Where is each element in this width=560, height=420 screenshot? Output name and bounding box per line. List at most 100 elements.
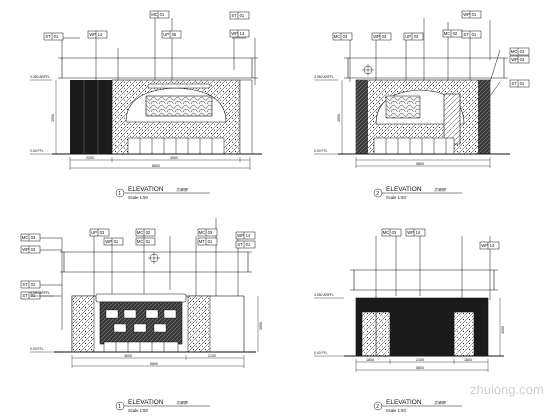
svg-text:01: 01	[240, 13, 245, 18]
svg-text:Scale 1:50: Scale 1:50	[386, 195, 406, 200]
dimension-label: 5800	[416, 162, 424, 166]
material-tag: UP 03	[89, 228, 110, 237]
svg-text:03: 03	[414, 34, 419, 39]
material-tag: ST 01	[43, 32, 64, 41]
wardrobe-door-left	[361, 311, 391, 357]
svg-text:MC: MC	[137, 239, 144, 244]
material-tag: MC 01	[149, 10, 170, 19]
svg-text:WP: WP	[231, 31, 238, 36]
dimension-label: 6800	[150, 362, 158, 366]
level-marker-floor: 0.00 FFL	[314, 351, 344, 357]
svg-text:MC: MC	[22, 235, 29, 240]
svg-text:WP: WP	[407, 230, 414, 235]
material-tag: MC 02	[135, 228, 156, 237]
svg-text:0.00 FFL: 0.00 FFL	[314, 351, 328, 355]
vertical-dimension: 3050	[499, 298, 505, 356]
svg-text:WP: WP	[463, 12, 470, 17]
headboard-frame	[95, 293, 187, 303]
material-tag: MC 03	[381, 228, 402, 237]
svg-text:立面图: 立面图	[434, 187, 447, 192]
svg-text:WP: WP	[481, 243, 488, 248]
svg-text:01: 01	[472, 32, 477, 37]
elevation-view-3: MC 03 WP 03 ST 01 ST 01 UP 03	[20, 218, 263, 413]
material-tag: ST 01	[20, 291, 41, 300]
svg-text:01: 01	[208, 239, 213, 244]
vertical-dimension: 3050	[257, 296, 263, 352]
svg-text:01: 01	[520, 81, 525, 86]
svg-text:0.00 FFL: 0.00 FFL	[30, 347, 44, 351]
material-tag: UP 06	[161, 30, 182, 39]
side-panel-left	[356, 80, 368, 154]
svg-text:02: 02	[453, 31, 458, 36]
level-marker-floor: 0.00 FFL	[30, 149, 52, 155]
svg-text:03: 03	[392, 230, 397, 235]
dimension-label: 6800	[152, 164, 160, 168]
bed-top-rail	[147, 83, 211, 89]
material-tag: MC 01	[135, 237, 156, 246]
dimension-label: 2200	[86, 156, 94, 160]
headboard-inset	[385, 95, 421, 119]
svg-text:01: 01	[160, 12, 165, 17]
svg-text:Scale 1:50: Scale 1:50	[128, 408, 148, 413]
level-marker-top: 3,050 ARFFL	[314, 293, 344, 299]
side-panel-left	[71, 295, 95, 353]
svg-text:UP: UP	[163, 32, 169, 37]
svg-text:ELEVATION: ELEVATION	[386, 399, 422, 406]
headboard-tiles	[105, 309, 177, 333]
svg-text:01: 01	[31, 282, 36, 287]
svg-text:3050: 3050	[51, 114, 55, 122]
svg-text:3050: 3050	[337, 114, 341, 122]
svg-text:0.00 FFL: 0.00 FFL	[314, 149, 328, 153]
elevation-view-1: ST 01 WP 14 UP 06 MC 01 WP 14	[30, 10, 262, 200]
bed-base	[103, 341, 179, 353]
svg-text:ELEVATION: ELEVATION	[128, 399, 164, 406]
svg-text:2: 2	[376, 404, 379, 410]
svg-text:3,050 ARFFL: 3,050 ARFFL	[30, 75, 50, 79]
material-tag: WP 14	[229, 29, 250, 38]
material-tag: WP 14	[87, 30, 108, 39]
svg-text:MC: MC	[383, 230, 390, 235]
material-tag: MT 01	[197, 237, 218, 246]
material-tag: UP 03	[403, 32, 424, 41]
material-tag: WP 03	[20, 245, 41, 254]
svg-text:1: 1	[118, 404, 121, 410]
ceiling-outline	[58, 57, 258, 79]
vertical-dimension: 3050	[51, 80, 57, 154]
side-panel-right	[187, 295, 211, 353]
material-tag: ST 01	[20, 280, 41, 289]
headboard-panel	[99, 301, 183, 345]
svg-text:ST: ST	[237, 242, 243, 247]
material-tag: ST 01	[229, 11, 250, 20]
svg-text:06: 06	[172, 32, 177, 37]
side-panel-right	[478, 80, 490, 154]
svg-text:WP: WP	[373, 34, 380, 39]
svg-text:ST: ST	[511, 81, 517, 86]
material-tag: WP 01	[103, 237, 124, 246]
svg-text:Scale 1:50: Scale 1:50	[386, 408, 406, 413]
watermark-text: zhulong.com	[470, 382, 544, 397]
svg-text:3,050 ARFFL: 3,050 ARFFL	[314, 75, 334, 79]
view-title-block: 1 ELEVATION 立面图 Scale 1:50	[115, 186, 210, 200]
level-marker-floor: 0.00 FFL	[314, 149, 338, 155]
svg-text:03: 03	[31, 247, 36, 252]
svg-text:ELEVATION: ELEVATION	[386, 186, 422, 193]
svg-text:03: 03	[343, 34, 348, 39]
horizontal-dimensions	[71, 355, 245, 368]
svg-text:立面图: 立面图	[176, 400, 189, 405]
horizontal-dimensions	[69, 157, 251, 170]
svg-text:WP: WP	[237, 233, 244, 238]
svg-text:3050: 3050	[259, 322, 263, 330]
elevation-view-2: MC 03 WP 03 UP 03 MC 02 WP 01	[314, 10, 530, 200]
svg-text:ST: ST	[463, 32, 469, 37]
svg-text:14: 14	[246, 233, 251, 238]
svg-text:14: 14	[98, 32, 103, 37]
level-marker-top: 3,050 ARFFL	[30, 75, 52, 81]
svg-text:MC: MC	[444, 31, 451, 36]
svg-text:ST: ST	[45, 34, 51, 39]
svg-text:01: 01	[54, 34, 59, 39]
ceiling-outline	[60, 251, 252, 273]
level-marker-top: 3,050 ARFFL	[30, 291, 54, 297]
wall-panel-joints	[83, 80, 99, 154]
svg-text:03: 03	[31, 235, 36, 240]
